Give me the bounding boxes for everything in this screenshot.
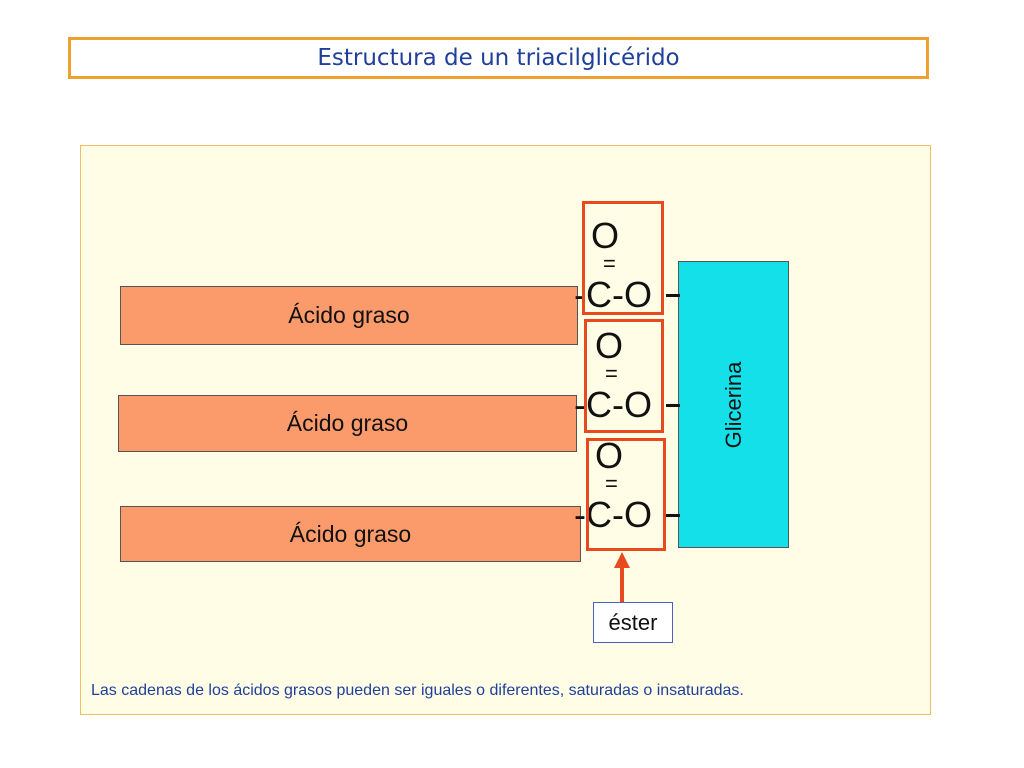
- fatty-acid-label: Ácido graso: [286, 410, 409, 436]
- ester-bond: [666, 404, 680, 407]
- glycerol-block: Glicerina: [678, 261, 789, 548]
- fatty-acid-label: Ácido graso: [289, 520, 412, 547]
- carbonyl-oxygen: O: [595, 325, 624, 366]
- ester-bond: [666, 294, 680, 297]
- ester-arrow-icon: [614, 552, 630, 602]
- title-box: Estructura de un triacilglicérido: [68, 37, 929, 79]
- footnote: Las cadenas de los ácidos grasos pueden …: [91, 682, 744, 699]
- ester-label-box: éster: [593, 602, 673, 643]
- ester-highlight-box: [586, 438, 666, 551]
- ester-bond: [666, 514, 680, 517]
- ester-chain: -C-O: [574, 274, 652, 315]
- fatty-acid-label: Ácido graso: [288, 302, 410, 328]
- ester-highlight-box: [584, 319, 664, 433]
- double-bond: =: [605, 471, 618, 496]
- carbonyl-oxygen: O: [591, 215, 620, 256]
- double-bond: =: [603, 251, 616, 276]
- ester-highlight-box: [582, 201, 664, 315]
- glycerol-label: Glicerina: [720, 361, 746, 448]
- fatty-acid-3: Ácido graso: [120, 506, 581, 562]
- ester-label: éster: [608, 609, 658, 635]
- carbonyl-oxygen: O: [595, 435, 624, 476]
- fatty-acid-2: Ácido graso: [118, 395, 577, 452]
- double-bond: =: [605, 361, 618, 386]
- page-title: Estructura de un triacilglicérido: [317, 45, 680, 71]
- fatty-acid-1: Ácido graso: [120, 286, 578, 345]
